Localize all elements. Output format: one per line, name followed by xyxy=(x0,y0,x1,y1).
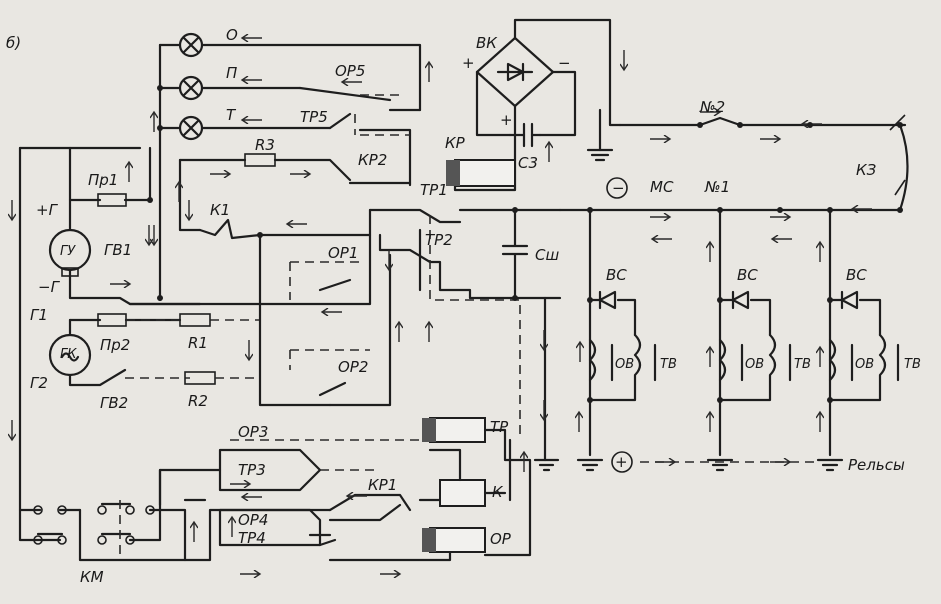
labels: б) О П Т ОР5 ТР5 R3 КР2 ВК + − + КР С3 П… xyxy=(6,26,921,586)
section-unit-3 xyxy=(816,208,900,457)
label-no2: №2 xyxy=(699,98,725,116)
label-tr3: ТР3 xyxy=(238,461,266,479)
label-vs-1: ВС xyxy=(606,266,627,284)
plus-terminal-icon xyxy=(611,451,633,473)
label-no1: №1 xyxy=(704,178,730,196)
label-or2: ОР2 xyxy=(338,358,368,376)
label-kr1: КР1 xyxy=(368,476,397,494)
label-minus-vk: − xyxy=(558,54,571,72)
label-mc: МС xyxy=(650,178,674,196)
label-plus-c3: + xyxy=(500,111,513,129)
label-lamp-o: О xyxy=(226,26,238,44)
label-tv-2: ТВ xyxy=(794,357,811,372)
label-or5: ОР5 xyxy=(335,62,365,80)
label-gv1: ГВ1 xyxy=(104,241,132,259)
label-tr-coil: ТР xyxy=(490,418,509,436)
main-line xyxy=(558,108,909,243)
label-km: КМ xyxy=(80,568,104,586)
label-k-coil: К xyxy=(492,483,504,501)
fuse-pr2-icon xyxy=(97,313,127,327)
section-unit-2 xyxy=(706,208,792,457)
label-plus-terminal: + xyxy=(615,453,628,471)
label-tr2: ТР2 xyxy=(425,231,453,249)
resistor-r1-icon xyxy=(179,313,211,327)
bridge-rectifier xyxy=(446,18,628,192)
label-lamp-t: Т xyxy=(226,106,237,124)
rail-grounds xyxy=(533,451,844,473)
label-or3: ОР3 xyxy=(238,423,268,441)
label-gu: ГУ xyxy=(60,244,76,259)
control-relays xyxy=(198,208,562,440)
resistor-r3-icon xyxy=(244,153,276,167)
label-tr5: ТР5 xyxy=(300,108,328,126)
label-kr: КР xyxy=(445,134,466,152)
label-tv-1: ТВ xyxy=(660,357,677,372)
lamp-t-icon xyxy=(178,115,204,141)
lamp-p-icon xyxy=(178,75,204,101)
label-ov-3: ОВ xyxy=(855,357,874,372)
label-g2: Г2 xyxy=(30,374,48,392)
label-plus: + xyxy=(462,54,475,72)
label-r3: R3 xyxy=(255,136,275,154)
label-pr1: Пр1 xyxy=(88,171,118,189)
label-or4: ОР4 xyxy=(238,511,268,529)
label-pr2: Пр2 xyxy=(100,336,130,354)
label-csh: Сш xyxy=(535,246,559,264)
fuse-pr1-icon xyxy=(97,193,127,207)
minus-terminal-icon xyxy=(606,177,628,199)
capacitor-csh xyxy=(501,208,548,462)
label-r1: R1 xyxy=(188,334,208,352)
label-tr1: ТР1 xyxy=(420,181,448,199)
label-rails: Рельсы xyxy=(848,456,905,474)
label-vs-2: ВС xyxy=(737,266,758,284)
label-kz: КЗ xyxy=(856,161,877,179)
label-k1: К1 xyxy=(210,201,230,219)
relay-or-coil-icon xyxy=(429,527,486,553)
label-gv2: ГВ2 xyxy=(100,394,128,412)
label-or-coil: ОР xyxy=(490,530,512,548)
r3-kr2-branch xyxy=(175,153,412,232)
label-ov-1: ОВ xyxy=(615,357,634,372)
label-g1: Г1 xyxy=(30,306,48,324)
label-c3: С3 xyxy=(518,154,538,172)
relay-kr-coil-icon xyxy=(454,159,516,187)
label-minus-terminal: − xyxy=(612,179,625,197)
label-vk: ВК xyxy=(476,34,498,52)
label-plus-g: +Г xyxy=(36,201,59,219)
label-ov-2: ОВ xyxy=(745,357,764,372)
junction-dots xyxy=(147,85,903,403)
left-bus xyxy=(8,146,332,562)
lamp-o-icon xyxy=(178,32,204,58)
figure-label: б) xyxy=(6,34,21,52)
label-kr2: КР2 xyxy=(358,151,387,169)
label-lamp-p: П xyxy=(226,64,237,82)
label-or1: ОР1 xyxy=(328,244,358,262)
label-tv-3: ТВ xyxy=(904,357,921,372)
label-gk: ГК xyxy=(60,347,77,362)
label-minus-g: −Г xyxy=(38,278,61,296)
section-unit-1 xyxy=(575,208,657,457)
label-r2: R2 xyxy=(188,392,208,410)
relay-k-coil-icon xyxy=(439,479,486,507)
label-vs-3: ВС xyxy=(846,266,867,284)
bottom-control xyxy=(158,417,532,578)
label-tr4: ТР4 xyxy=(238,529,266,547)
relay-tr-coil-icon xyxy=(429,417,486,443)
